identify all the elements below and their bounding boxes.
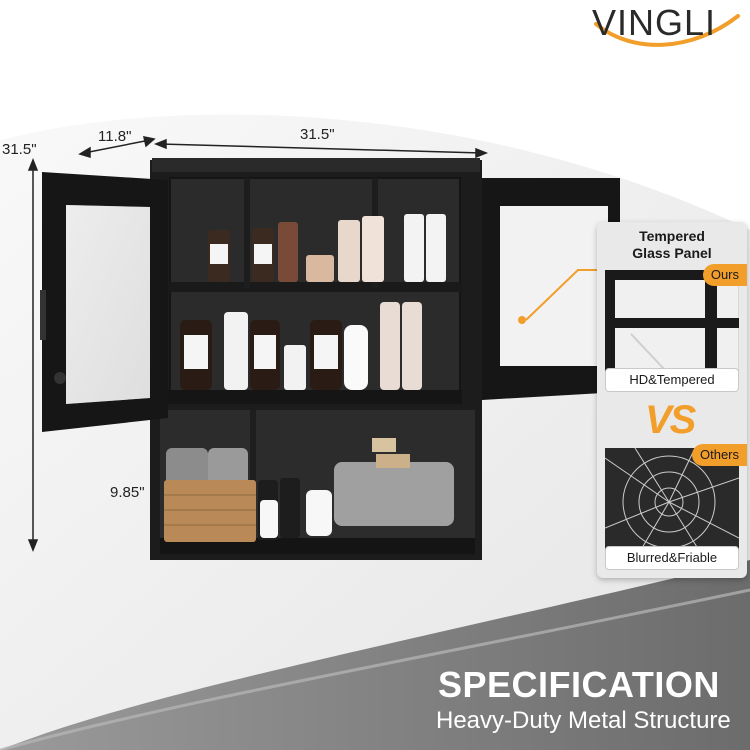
ours-tag: Ours	[702, 264, 747, 286]
lower-items	[164, 438, 454, 542]
right-door	[482, 178, 620, 400]
depth-dimension-label: 11.8"	[98, 128, 132, 145]
middle-bottles	[180, 302, 422, 390]
brand-logo: VINGLI	[592, 2, 742, 52]
panel-title: Tempered Glass Panel	[597, 228, 747, 262]
specification-subtitle: Heavy-Duty Metal Structure	[436, 707, 731, 734]
panel-title-line2: Glass Panel	[632, 245, 712, 261]
panel-title-line1: Tempered	[639, 228, 705, 244]
logo-swoosh-icon	[594, 14, 740, 47]
shelf-height-dimension-label: 9.85"	[110, 484, 145, 501]
upper-bottles	[208, 214, 446, 282]
height-dimension-label: 31.5"	[2, 141, 37, 158]
glass-comparison-panel: Tempered Glass Panel Ours HD&Tempered Ot…	[597, 222, 747, 578]
ours-label: HD&Tempered	[605, 368, 739, 392]
tempered-glass-image	[605, 270, 739, 380]
logo-text: VINGLI	[592, 2, 717, 43]
specification-title: SPECIFICATION	[438, 664, 720, 705]
vs-text: VS	[645, 398, 696, 442]
broken-glass-image	[605, 448, 739, 560]
left-door	[40, 172, 168, 432]
width-dimension-label: 31.5"	[300, 126, 335, 143]
others-label: Blurred&Friable	[605, 546, 739, 570]
others-tag: Others	[691, 444, 747, 466]
